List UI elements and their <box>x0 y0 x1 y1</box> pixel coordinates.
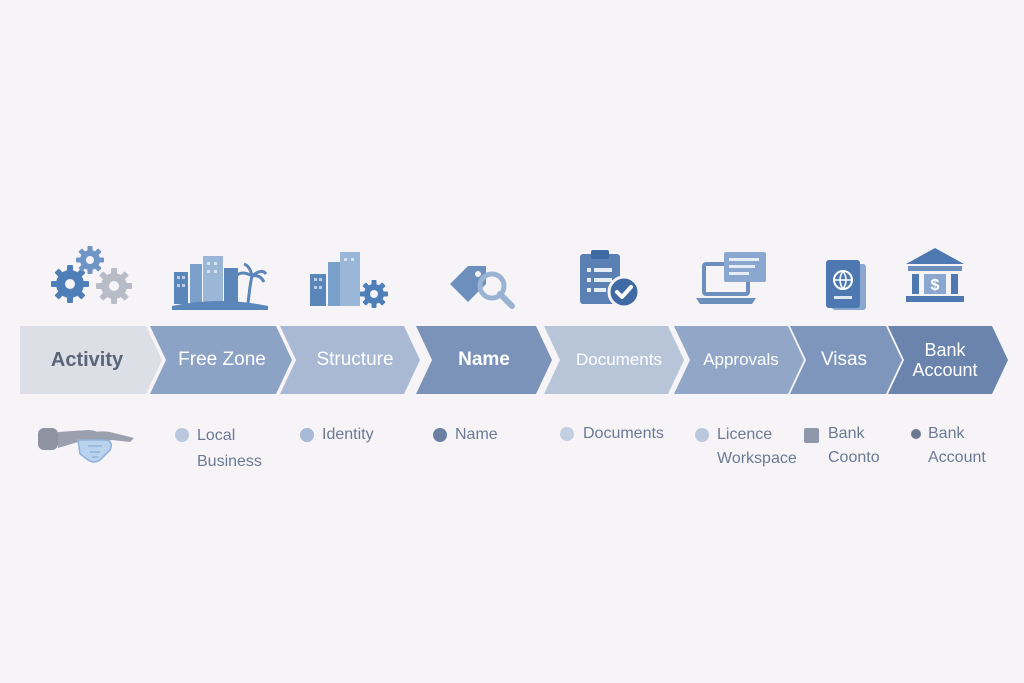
sub-item-bank-account: Bank Account <box>928 425 986 466</box>
bank-icon: $ <box>904 246 966 304</box>
sub-item-name: Name <box>455 426 498 443</box>
sub-item-bullet <box>804 428 819 443</box>
step-label-approvals: Approvals <box>703 350 779 369</box>
step-activity-arrow <box>20 326 162 394</box>
step-bank-account-arrow <box>888 326 1008 394</box>
sub-item-bullet <box>175 428 189 442</box>
sub-item-bank-coonto: Bank Coonto <box>828 425 880 466</box>
tag-search-icon <box>446 262 518 312</box>
svg-text:$: $ <box>931 277 940 294</box>
passport-icon <box>822 258 870 312</box>
step-label-name: Name <box>458 349 510 370</box>
step-label-free-zone: Free Zone <box>178 349 266 370</box>
step-free-zone-arrow <box>150 326 292 394</box>
sub-item-documents: Documents <box>583 425 664 442</box>
gears-icon <box>50 244 134 306</box>
step-structure-arrow <box>280 326 420 394</box>
clipboard-check-icon <box>578 248 644 310</box>
city-island-icon <box>172 254 268 310</box>
sub-item-bullet <box>911 429 921 439</box>
step-label-visas: Visas <box>820 349 868 370</box>
building-gear-icon <box>308 252 392 310</box>
step-visas-arrow <box>790 326 902 394</box>
laptop-document-icon <box>696 250 768 306</box>
handshake-icon <box>38 420 138 466</box>
step-approvals-arrow <box>674 326 804 394</box>
step-label-activity: Activity <box>50 349 124 371</box>
step-name-arrow <box>416 326 552 394</box>
sub-item-identity: Identity <box>322 426 374 443</box>
sub-item-local-business: Local Business <box>197 427 262 470</box>
step-label-documents: Documents <box>576 350 662 369</box>
step-label-structure: Structure <box>316 349 394 370</box>
sub-item-bullet <box>695 428 709 442</box>
sub-item-licence-workspace: Licence Workspace <box>717 426 797 467</box>
sub-item-bullet <box>560 427 574 441</box>
step-documents-arrow <box>544 326 684 394</box>
sub-item-bullet <box>433 428 447 442</box>
step-label-bank-account: Bank Account <box>912 340 978 380</box>
sub-item-bullet <box>300 428 314 442</box>
